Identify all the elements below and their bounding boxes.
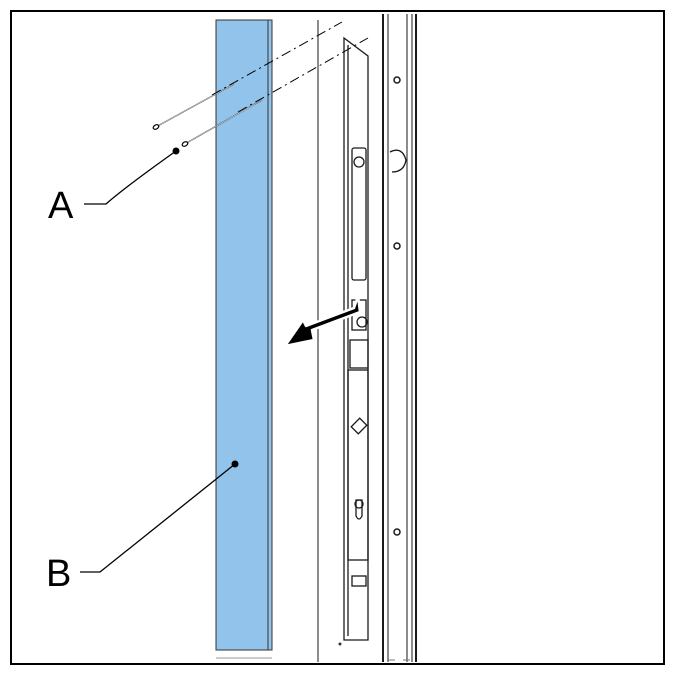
door-frame-profile [317, 14, 417, 662]
callout-label-a: A [48, 185, 74, 227]
screws [152, 83, 263, 147]
leader-b [80, 460, 239, 573]
arrow-left-icon [283, 294, 362, 348]
bottom-hints [338, 642, 410, 661]
frame-bolt [393, 528, 401, 536]
leader-a [84, 147, 180, 205]
assembly-lines [211, 21, 369, 113]
frame-bolt [393, 242, 401, 250]
diagram-frame [10, 10, 665, 665]
callout-label-b: B [46, 553, 71, 595]
cover-strip [215, 19, 273, 651]
lock-mechanism [343, 36, 407, 641]
frame-bolt [393, 76, 401, 84]
